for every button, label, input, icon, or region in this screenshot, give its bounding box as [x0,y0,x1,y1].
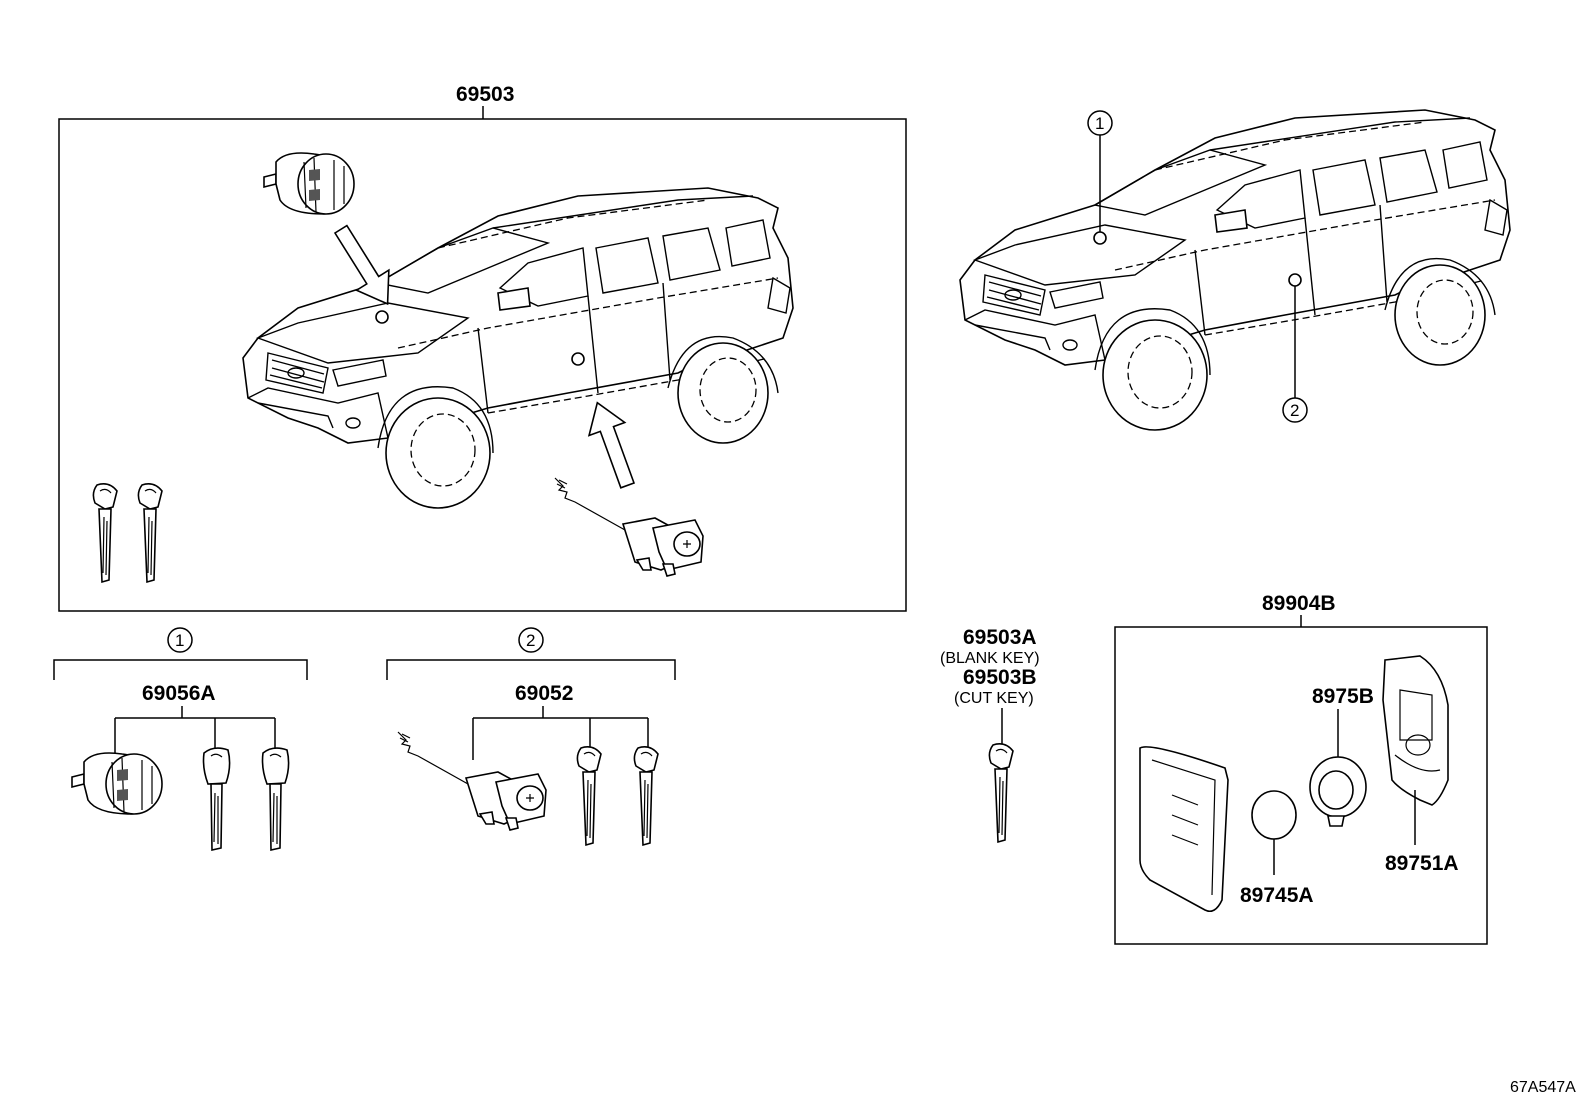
arrow-icon [578,395,647,493]
location-dot [571,352,585,366]
key-icon [633,746,659,846]
marker-1-label: 1 [175,631,184,650]
key-icon [202,747,231,851]
part-label-89751A: 89751A [1385,852,1459,875]
part-label-69503A: 69503A [963,626,1037,649]
location-dot [375,310,389,324]
vehicle-main [242,187,794,509]
location-dot [1288,273,1302,287]
part-label-69503: 69503 [456,83,514,106]
ignition-cylinder-icon [71,752,163,815]
door-lock-cylinder-icon [554,477,704,577]
key-icon [137,483,163,583]
diagram-id: 67A547A [1510,1079,1576,1096]
part-label-69056A: 69056A [142,682,216,705]
marker-2-label: 2 [526,631,535,650]
seal-ring-icon [1309,756,1367,827]
location-marker-1: 1 [1095,114,1104,133]
marker-circle-2 [1282,397,1308,423]
part-label-89904B: 89904B [1262,592,1336,615]
main-set-box [58,118,907,612]
key-icon [576,746,602,846]
location-dot [1093,231,1107,245]
transmitter-box [1114,626,1488,945]
vehicle-reference [959,109,1511,431]
part-label-69052: 69052 [515,682,573,705]
door-lock-cylinder-icon [397,731,547,831]
location-marker-2: 2 [1290,401,1299,420]
key-icon [261,747,290,851]
marker-circle-1 [167,627,193,653]
battery-icon [1251,790,1297,840]
marker-circle-2 [518,627,544,653]
cut-key-note: (CUT KEY) [954,690,1034,707]
remote-case-icon [1139,746,1229,913]
key-icon [988,743,1014,843]
blank-key-note: (BLANK KEY) [940,650,1040,667]
part-label-8975B: 8975B [1312,685,1374,708]
ignition-cylinder-icon [263,152,355,215]
cover-plate-icon [1382,655,1449,806]
part-label-89745A: 89745A [1240,884,1314,907]
key-icon [92,483,118,583]
part-label-69503B: 69503B [963,666,1037,689]
